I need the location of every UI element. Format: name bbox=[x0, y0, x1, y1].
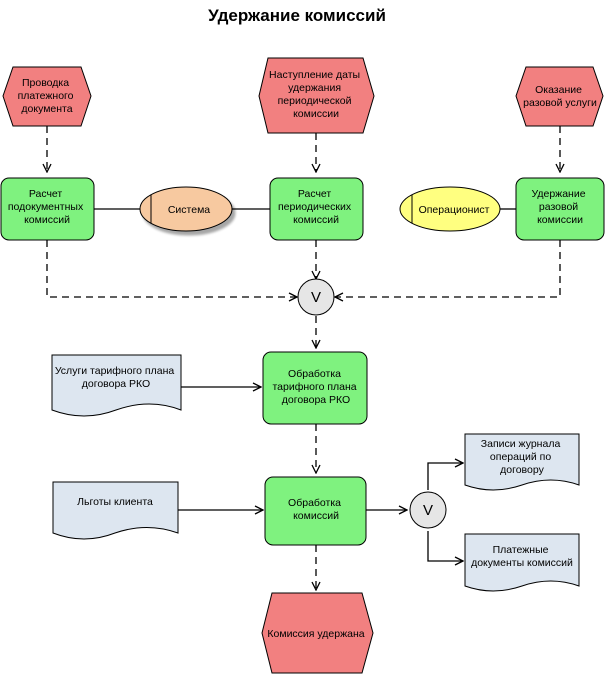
svg-text:Оказание разовой услуги: Оказание разовой услуги bbox=[523, 84, 597, 109]
svg-text:Система: Система bbox=[168, 204, 210, 216]
document-client-benefits: Льготы клиента bbox=[52, 481, 179, 540]
document-payment-docs: Платежные документы комиссий bbox=[464, 533, 580, 592]
event-commission-withheld: Комиссия удержана bbox=[261, 592, 374, 674]
edge-f1-op1 bbox=[46, 240, 297, 297]
document-journal-records: Записи журнала операций по договору bbox=[464, 433, 580, 491]
edge-op2-d4 bbox=[427, 531, 463, 561]
svg-text:Операционист: Операционист bbox=[419, 204, 490, 216]
svg-text:V: V bbox=[311, 289, 321, 306]
event-payment-doc: Проводка платежного документа bbox=[2, 66, 92, 127]
svg-text:Услуги тарифного плана д: Услуги тарифного плана договора РКО bbox=[55, 365, 177, 390]
svg-text:Обработка тарифного план: Обработка тарифного плана договора РКО bbox=[272, 368, 359, 406]
svg-text:Комиссия удержана: Комиссия удержана bbox=[267, 628, 364, 640]
function-periodic: Расчет периодических комиссий bbox=[269, 177, 364, 241]
svg-text:Обработка комиссий: Обработка комиссий bbox=[288, 497, 344, 522]
svg-text:Наступление даты удержан: Наступление даты удержания периодической… bbox=[269, 69, 363, 120]
operator-or-split: V bbox=[409, 491, 447, 529]
svg-text:Записи журнала операций: Записи журнала операций по договору bbox=[481, 438, 563, 476]
svg-text:Удержание разовой: Удержание разовой комиссии bbox=[532, 188, 589, 226]
role-operator: Операционист bbox=[399, 186, 501, 232]
function-tariff-plan: Обработка тарифного плана договора РКО bbox=[262, 351, 368, 425]
svg-text:Расчет подокументных: Расчет подокументных комиссий bbox=[8, 188, 86, 226]
svg-text:Проводка платежного: Проводка платежного документа bbox=[18, 77, 77, 115]
diagram-title: Удержание комиссий bbox=[208, 6, 386, 25]
connectors bbox=[47, 126, 560, 590]
svg-text:V: V bbox=[423, 502, 433, 519]
edge-f3-op1 bbox=[335, 240, 561, 297]
function-single: Удержание разовой комиссии bbox=[515, 177, 605, 241]
role-system: Система bbox=[139, 186, 233, 232]
event-periodic-date: Наступление даты удержания периодической… bbox=[258, 57, 375, 134]
function-per-document: Расчет подокументных комиссий bbox=[0, 177, 95, 241]
operator-or-merge: V bbox=[297, 278, 335, 316]
svg-text:Платежные документы коми: Платежные документы комиссий bbox=[471, 544, 573, 569]
event-single-service: Оказание разовой услуги bbox=[515, 66, 604, 127]
document-tariff-services: Услуги тарифного плана договора РКО bbox=[51, 354, 182, 417]
function-commissions: Обработка комиссий bbox=[264, 476, 367, 546]
edge-op2-d3 bbox=[427, 463, 463, 490]
svg-text:Расчет периодических: Расчет периодических комиссий bbox=[278, 188, 354, 226]
svg-text:Льготы клиента: Льготы клиента bbox=[77, 496, 153, 508]
